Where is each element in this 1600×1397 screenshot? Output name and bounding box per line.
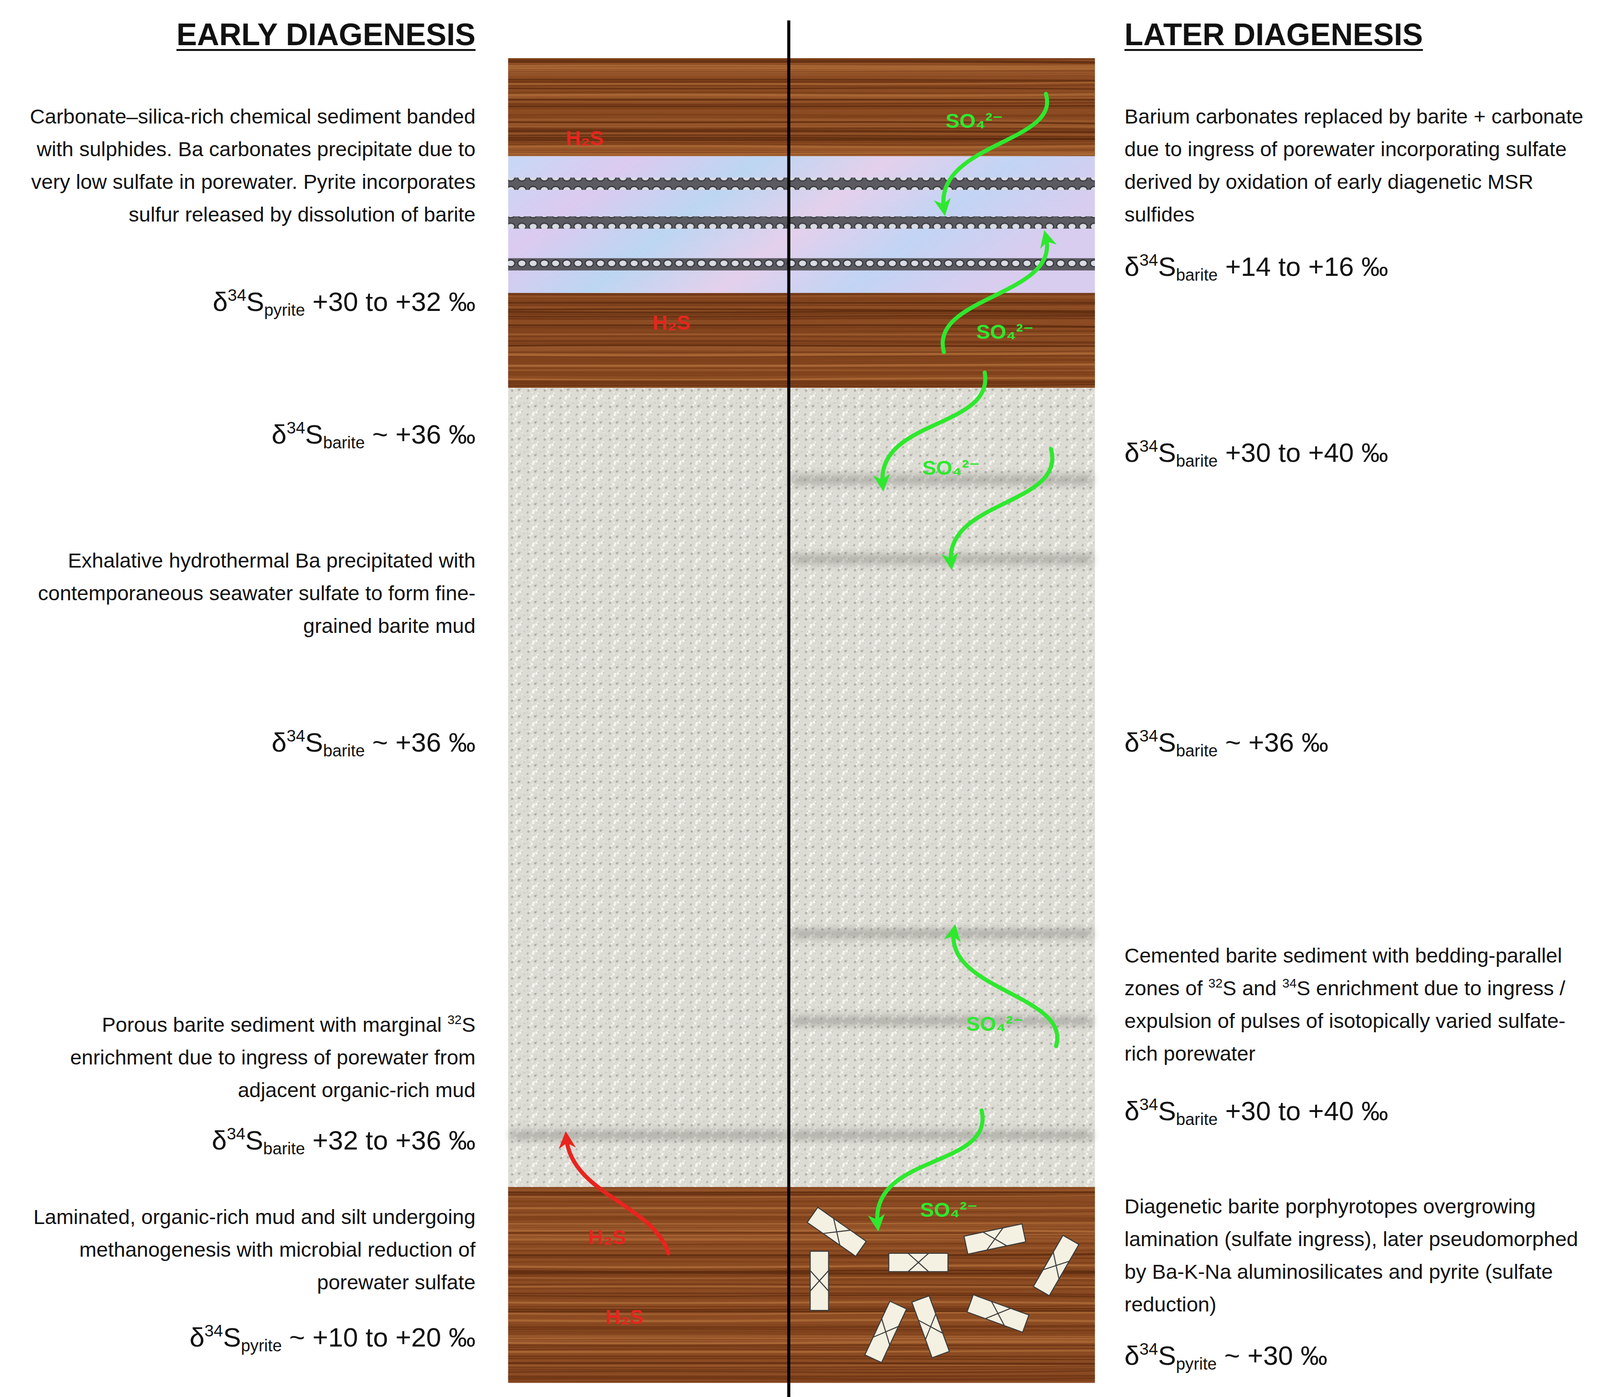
description-text: Exhalative hydrothermal Ba precipitated … <box>9 543 476 642</box>
sulphide-band <box>508 258 1096 271</box>
carbonate-silica-band <box>508 156 1096 294</box>
h2s-label: H₂S <box>588 1225 627 1249</box>
barite-porphyrotope <box>963 1223 1026 1255</box>
sulfate-label: SO₄²⁻ <box>966 1011 1024 1035</box>
barite-porphyrotope <box>810 1251 829 1311</box>
isotope-zone <box>790 1130 1094 1139</box>
sulfate-flow-arrow <box>942 236 1048 353</box>
h2s-label: H₂S <box>565 126 604 150</box>
barite-layer: SO₄²⁻ SO₄²⁻ <box>508 387 1096 1187</box>
description-text: Laminated, organic-rich mud and silt und… <box>9 1200 476 1299</box>
barite-porphyrotope <box>1033 1235 1080 1296</box>
h2s-flow-arrow <box>566 1137 669 1254</box>
description-text: Diagenetic barite porphyrotopes overgrow… <box>1124 1189 1591 1321</box>
sulfate-label: SO₄²⁻ <box>922 455 980 480</box>
sulphide-band <box>508 216 1096 229</box>
barite-porphyrotope <box>807 1206 867 1256</box>
sulfate-flow-arrow <box>953 930 1058 1047</box>
isotope-value: δ34Spyrite ~ +10 to +20 ‰ <box>9 1321 476 1354</box>
isotope-value: δ34Sbarite +30 to +40 ‰ <box>1124 436 1591 469</box>
description-text: Porous barite sediment with marginal 32S… <box>9 1008 476 1107</box>
barite-porphyrotope <box>967 1294 1030 1332</box>
organic-mud-layer: H₂S SO₄²⁻ <box>508 293 1096 389</box>
barite-porphyrotope <box>888 1253 948 1272</box>
sulfate-label: SO₄²⁻ <box>945 109 1004 133</box>
description-text: Barium carbonates replaced by barite + c… <box>1124 99 1591 231</box>
isotope-value: δ34Sbarite ~ +36 ‰ <box>1124 726 1591 759</box>
column-heading: EARLY DIAGENESIS <box>9 16 476 53</box>
organic-mud-layer: H₂S SO₄²⁻ <box>508 58 1096 157</box>
organic-mud-layer <box>508 293 1096 389</box>
sulfate-label: SO₄²⁻ <box>920 1197 978 1221</box>
sulfate-flow-arrow <box>882 372 985 485</box>
isotope-zone <box>510 1130 788 1139</box>
isotope-value: δ34Sbarite +30 to +40 ‰ <box>1124 1095 1591 1127</box>
isotope-value: δ34Spyrite +30 to +32 ‰ <box>9 285 476 318</box>
column-heading: LATER DIAGENESIS <box>1124 16 1591 53</box>
description-text: Carbonate–silica-rich chemical sediment … <box>9 99 476 231</box>
sulfate-label: SO₄²⁻ <box>976 320 1034 344</box>
isotope-zone <box>790 554 1094 564</box>
sulfate-flow-arrow <box>877 1110 983 1225</box>
isotope-value: δ34Spyrite ~ +30 ‰ <box>1124 1339 1591 1372</box>
h2s-label: H₂S <box>652 310 691 334</box>
barite-porphyrotope <box>864 1301 907 1363</box>
barite-sediment <box>508 387 1096 1187</box>
description-text: Cemented barite sediment with bedding-pa… <box>1124 938 1591 1070</box>
isotope-value: δ34Sbarite +14 to +16 ‰ <box>1124 250 1591 283</box>
divider-line <box>787 20 790 1397</box>
organic-mud-layer: H₂S H₂S SO₄²⁻ <box>508 1186 1096 1383</box>
isotope-value: δ34Sbarite +32 to +36 ‰ <box>9 1124 476 1157</box>
isotope-zone <box>790 929 1094 938</box>
isotope-value: δ34Sbarite ~ +36 ‰ <box>9 726 476 759</box>
sulphide-band <box>508 177 1096 190</box>
isotope-value: δ34Sbarite ~ +36 ‰ <box>9 418 476 451</box>
h2s-label: H₂S <box>605 1304 644 1329</box>
barite-porphyrotope <box>911 1295 950 1358</box>
organic-mud-layer <box>508 1186 1096 1383</box>
sulfate-flow-arrow <box>943 93 1047 210</box>
